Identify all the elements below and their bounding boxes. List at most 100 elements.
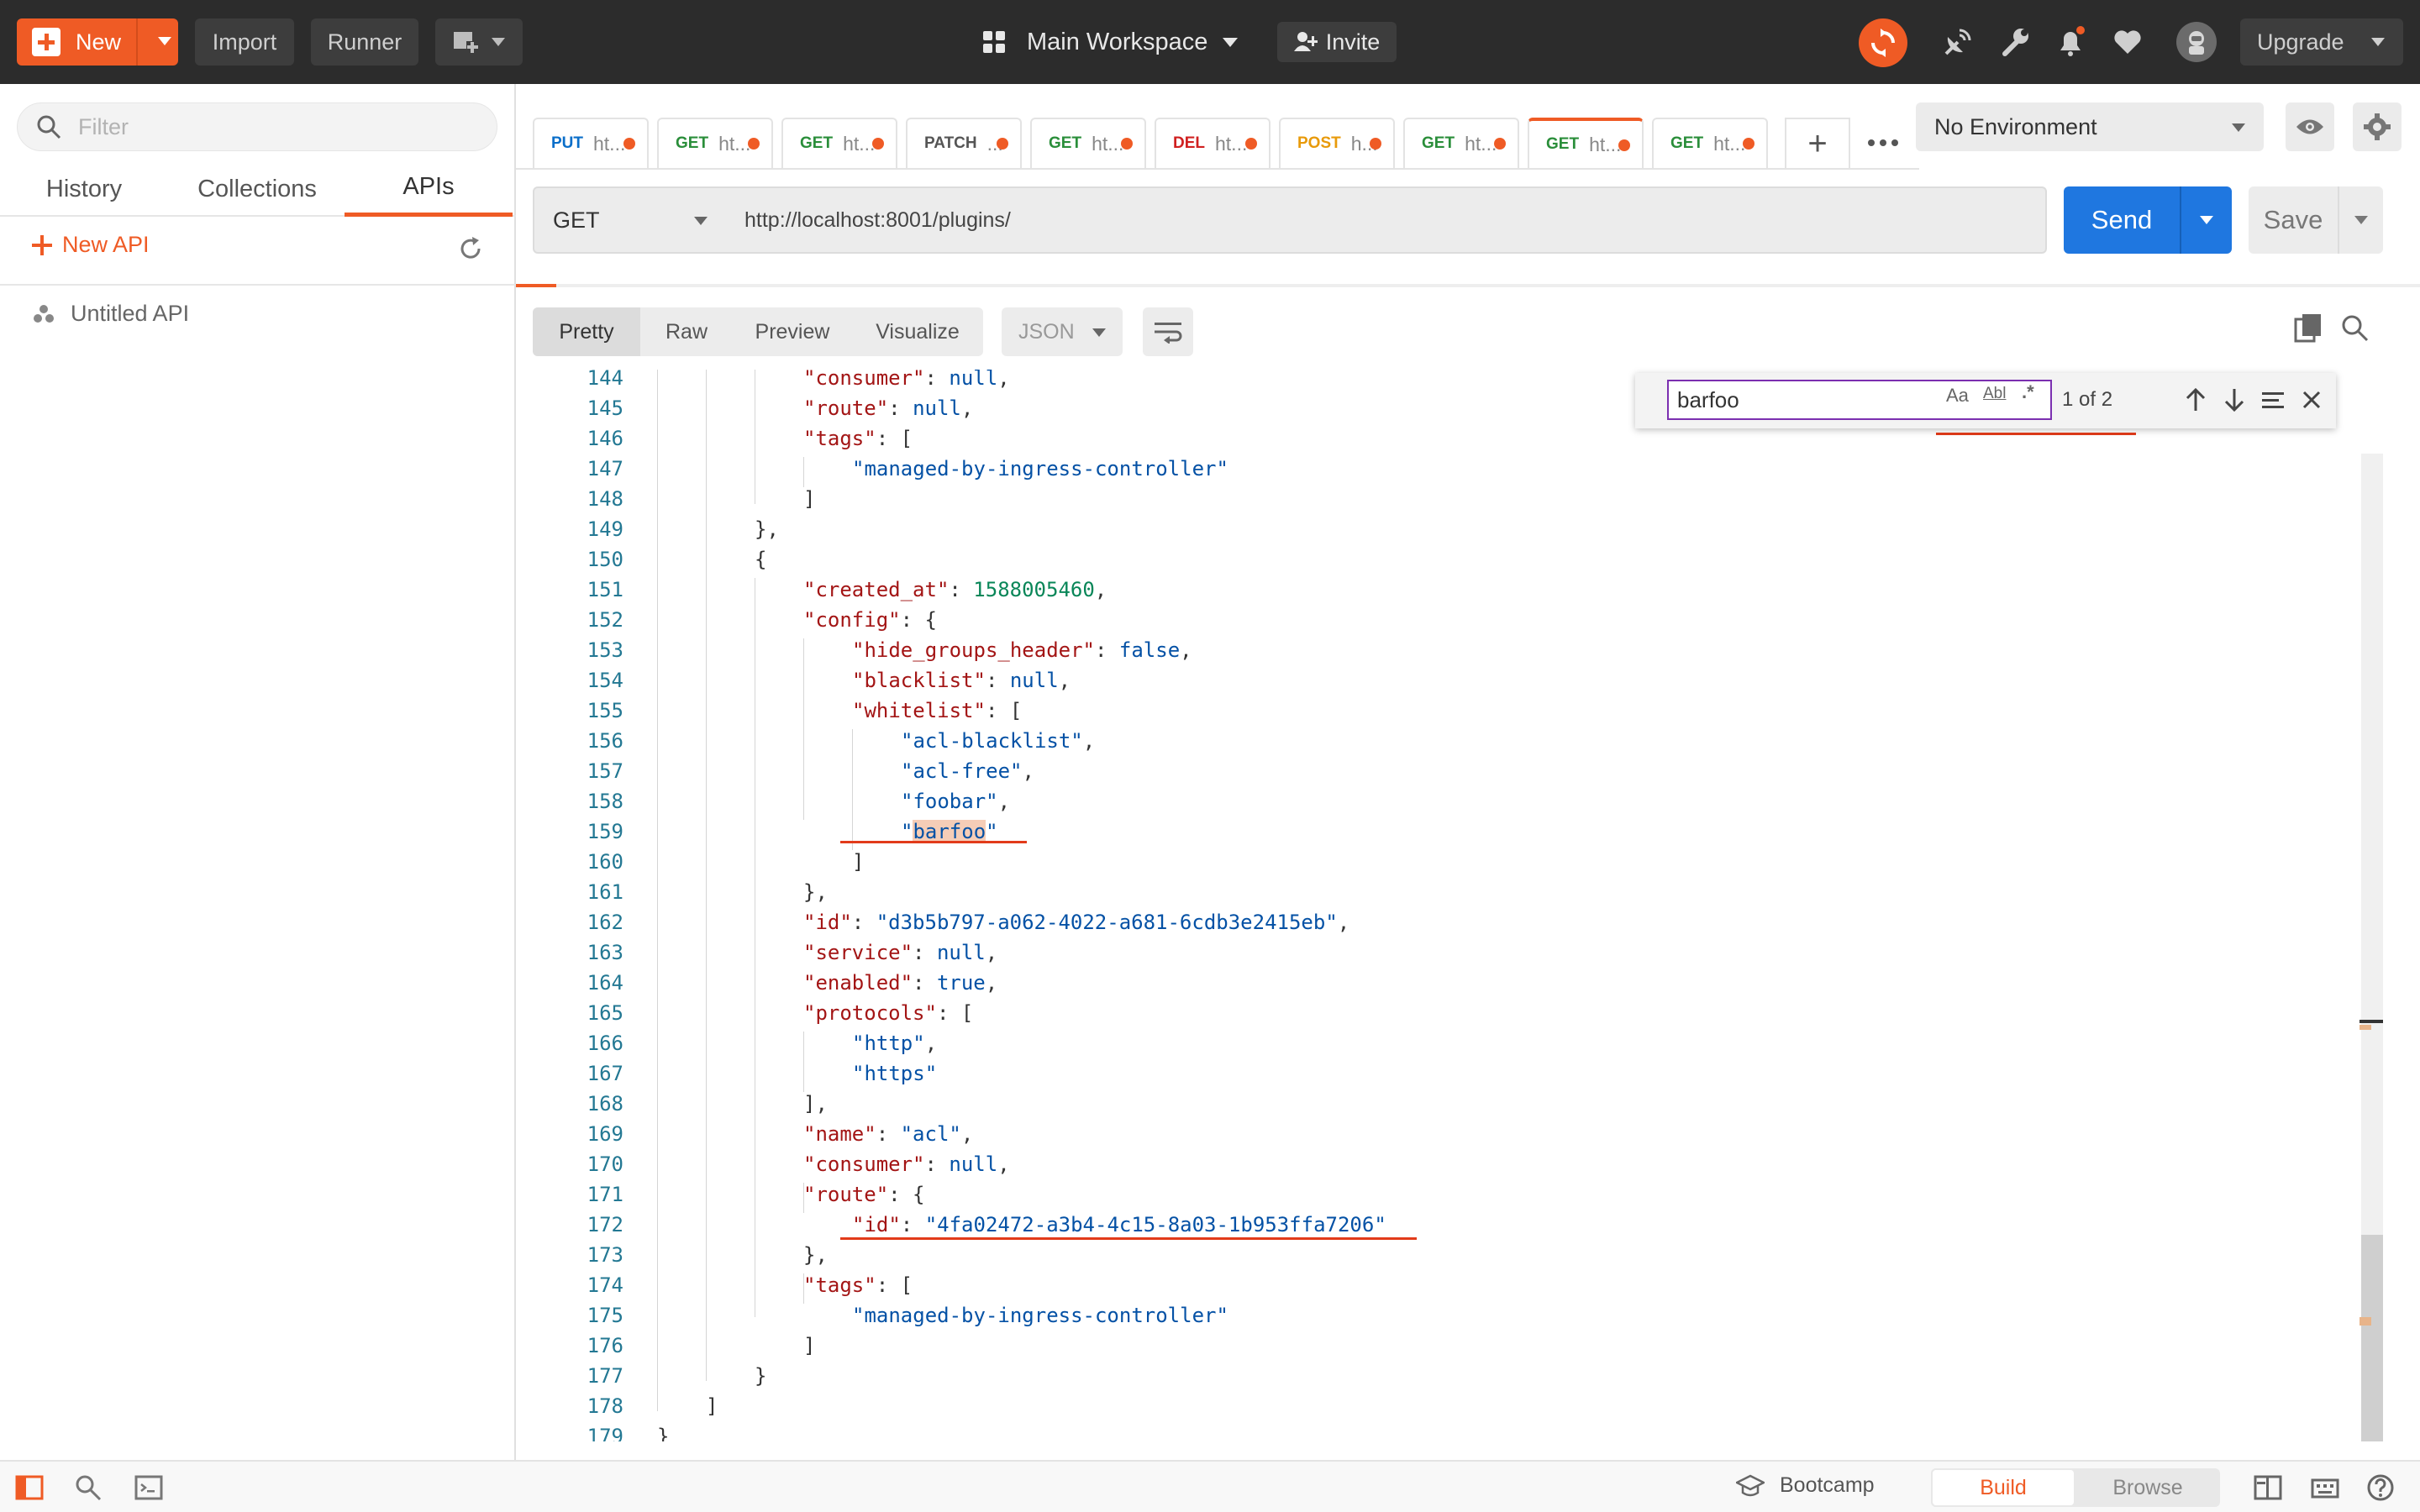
environment-settings-button[interactable] xyxy=(2353,102,2402,151)
line-number: 160 xyxy=(587,850,623,874)
code-line: 168], xyxy=(533,1089,2348,1119)
code-line: 154"blacklist": null, xyxy=(533,665,2348,696)
code-text: "whitelist": [ xyxy=(852,699,1023,722)
filter-input[interactable] xyxy=(78,113,481,140)
code-line: 156"acl-blacklist", xyxy=(533,726,2348,756)
sidebar-tabs: History Collections APIs xyxy=(0,161,516,217)
code-line: 158"foobar", xyxy=(533,786,2348,816)
regex-toggle[interactable]: .* xyxy=(2022,381,2034,402)
editor-scrollbar-thumb[interactable] xyxy=(2361,1235,2383,1441)
line-number: 170 xyxy=(587,1152,623,1176)
new-button[interactable]: New xyxy=(17,18,178,66)
environment-quick-look-button[interactable] xyxy=(2286,102,2334,151)
find-replace-icon[interactable] xyxy=(74,1473,103,1502)
refresh-icon[interactable] xyxy=(459,237,482,260)
satellite-icon[interactable] xyxy=(1941,25,1975,59)
save-button[interactable]: Save xyxy=(2249,186,2383,254)
wrap-lines-button[interactable] xyxy=(1143,307,1193,356)
line-number: 149 xyxy=(587,517,623,541)
code-line: 155"whitelist": [ xyxy=(533,696,2348,726)
bell-icon[interactable] xyxy=(2054,25,2087,59)
sidebar-item-untitled-api[interactable]: Untitled API xyxy=(34,301,189,327)
api-icon xyxy=(34,304,54,323)
code-line: 150{ xyxy=(533,544,2348,575)
view-tab-visualize[interactable]: Visualize xyxy=(876,319,960,344)
new-api-button[interactable]: New API xyxy=(32,232,150,258)
two-pane-view-icon[interactable] xyxy=(2254,1473,2282,1502)
copy-icon[interactable] xyxy=(2294,312,2324,343)
workspace-selector[interactable]: Main Workspace xyxy=(983,22,1239,62)
new-tab-button[interactable]: + xyxy=(1785,118,1850,168)
whole-word-toggle[interactable]: Abl xyxy=(1983,385,2007,402)
add-user-icon xyxy=(1293,32,1318,51)
chevron-down-icon[interactable] xyxy=(2200,216,2213,224)
browse-tab[interactable]: Browse xyxy=(2112,1475,2183,1499)
runner-button[interactable]: Runner xyxy=(311,18,418,66)
toggle-sidebar-icon[interactable] xyxy=(15,1473,44,1502)
method-select[interactable]: GET xyxy=(533,186,728,254)
line-number: 169 xyxy=(587,1122,623,1146)
unsaved-dot-icon xyxy=(1121,138,1133,150)
sidebar-tab-history[interactable]: History xyxy=(45,175,123,202)
request-tab[interactable]: PATCH... xyxy=(906,118,1022,168)
format-label: JSON xyxy=(1018,319,1075,344)
graduation-cap-icon xyxy=(1736,1474,1765,1496)
unsaved-dot-icon xyxy=(1370,138,1381,150)
dot-icon xyxy=(1891,139,1898,146)
tab-method: GET xyxy=(1049,134,1082,152)
heart-icon[interactable] xyxy=(2111,25,2144,59)
search-icon[interactable] xyxy=(2339,312,2370,343)
chevron-down-icon[interactable] xyxy=(158,37,171,45)
sidebar-tab-apis[interactable]: APIs xyxy=(345,161,513,217)
environment-selector[interactable]: No Environment xyxy=(1916,102,2264,151)
avatar[interactable] xyxy=(2176,22,2217,62)
invite-button[interactable]: Invite xyxy=(1277,22,1397,62)
line-number: 147 xyxy=(587,457,623,480)
match-case-toggle[interactable]: Aa xyxy=(1946,385,1969,406)
wrench-icon[interactable] xyxy=(1998,25,2032,59)
scrollbar-match-marker xyxy=(2360,1317,2371,1326)
help-icon[interactable] xyxy=(2366,1473,2395,1502)
code-line: 171"route": { xyxy=(533,1179,2348,1210)
arrow-up-icon[interactable] xyxy=(2183,387,2208,412)
view-tab-pretty[interactable]: Pretty xyxy=(533,307,640,356)
chevron-down-icon[interactable] xyxy=(2354,216,2368,224)
more-tabs-button[interactable] xyxy=(1850,118,1916,168)
code-line: 159"barfoo" xyxy=(533,816,2348,847)
import-button[interactable]: Import xyxy=(195,18,294,66)
console-icon[interactable] xyxy=(134,1473,163,1502)
view-tab-preview[interactable]: Preview xyxy=(755,319,830,344)
view-tab-raw[interactable]: Raw xyxy=(665,319,708,344)
url-input[interactable]: http://localhost:8001/plugins/ xyxy=(726,186,2047,254)
sync-button[interactable] xyxy=(1859,18,1907,67)
find-input[interactable] xyxy=(1677,386,1929,413)
close-icon[interactable] xyxy=(2299,387,2324,412)
find-in-selection-icon[interactable] xyxy=(2260,387,2286,412)
chevron-down-icon[interactable] xyxy=(2371,38,2385,46)
unsaved-dot-icon xyxy=(997,138,1008,150)
code-line: 177} xyxy=(533,1361,2348,1391)
send-button[interactable]: Send xyxy=(2064,186,2232,254)
code-line: 166"http", xyxy=(533,1028,2348,1058)
new-window-button[interactable] xyxy=(435,18,523,66)
build-tab[interactable]: Build xyxy=(1931,1468,2075,1507)
bootcamp-button[interactable]: Bootcamp xyxy=(1736,1473,1875,1498)
code-text: "consumer": null, xyxy=(803,370,1010,390)
keyboard-shortcuts-icon[interactable] xyxy=(2311,1473,2339,1502)
sidebar-tab-collections[interactable]: Collections xyxy=(197,175,317,202)
format-select[interactable]: JSON xyxy=(1002,307,1123,356)
code-line: 151"created_at": 1588005460, xyxy=(533,575,2348,605)
upgrade-button[interactable]: Upgrade xyxy=(2240,18,2403,66)
response-body-editor[interactable]: 144"consumer": null,145"route": null,146… xyxy=(533,370,2381,1441)
arrow-down-icon[interactable] xyxy=(2222,387,2247,412)
code-text: "created_at": 1588005460, xyxy=(803,578,1107,601)
